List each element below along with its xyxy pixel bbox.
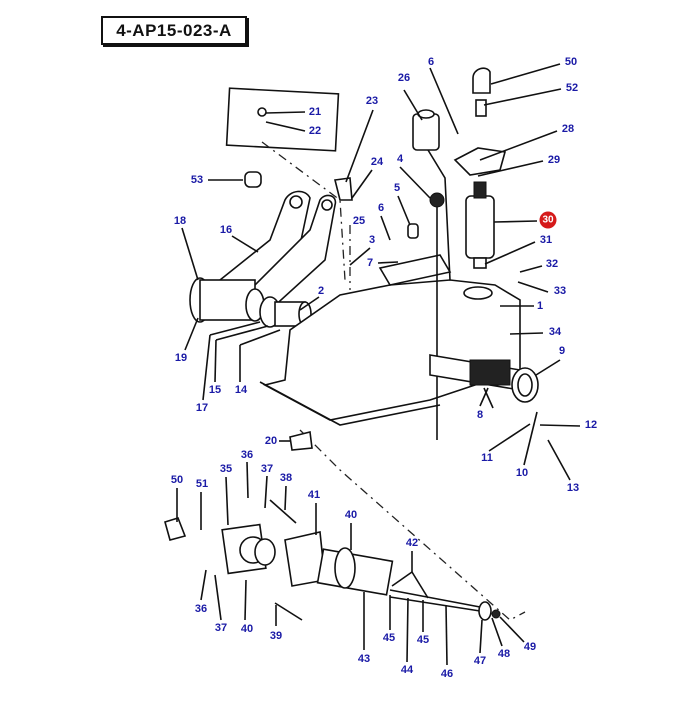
part-label-8[interactable]: 8: [476, 409, 484, 421]
part-label-42[interactable]: 42: [405, 537, 419, 549]
part-label-48[interactable]: 48: [497, 648, 511, 660]
part-1-housing: [262, 279, 521, 421]
part-label-6a[interactable]: 6: [427, 56, 435, 68]
diagram-reference-code: 4-AP15-023-A: [101, 16, 247, 45]
part-26-reservoir: [412, 113, 440, 151]
part-label-18[interactable]: 18: [173, 215, 187, 227]
part-label-25[interactable]: 25: [352, 215, 366, 227]
part-label-23[interactable]: 23: [365, 95, 379, 107]
part-label-50a[interactable]: 50: [564, 56, 578, 68]
part-label-29[interactable]: 29: [547, 154, 561, 166]
part-label-36b[interactable]: 36: [194, 603, 208, 615]
part-label-47[interactable]: 47: [473, 655, 487, 667]
part-label-52[interactable]: 52: [565, 82, 579, 94]
part-label-50b[interactable]: 50: [170, 474, 184, 486]
part-label-19[interactable]: 19: [174, 352, 188, 364]
part-label-40b[interactable]: 40: [240, 623, 254, 635]
part-label-10[interactable]: 10: [515, 467, 529, 479]
part-label-38[interactable]: 38: [279, 472, 293, 484]
part-label-40a[interactable]: 40: [344, 509, 358, 521]
part-label-28[interactable]: 28: [561, 123, 575, 135]
part-label-24[interactable]: 24: [370, 156, 384, 168]
part-label-49[interactable]: 49: [523, 641, 537, 653]
part-label-45a[interactable]: 45: [382, 632, 396, 644]
part-label-3[interactable]: 3: [368, 234, 376, 246]
part-label-45b[interactable]: 45: [416, 634, 430, 646]
part-label-9[interactable]: 9: [558, 345, 566, 357]
part-label-33[interactable]: 33: [553, 285, 567, 297]
part-label-17[interactable]: 17: [195, 402, 209, 414]
part-label-1[interactable]: 1: [536, 300, 544, 312]
inset-box: [225, 87, 340, 152]
part-label-7[interactable]: 7: [366, 257, 374, 269]
part-label-11[interactable]: 11: [481, 452, 493, 464]
part-47-washer: [478, 601, 492, 621]
part-label-2[interactable]: 2: [317, 285, 325, 297]
part-label-14[interactable]: 14: [234, 384, 248, 396]
part-label-6b[interactable]: 6: [377, 202, 385, 214]
part-50-cap: [472, 67, 491, 94]
part-20: [289, 431, 313, 451]
part-label-37a[interactable]: 37: [260, 463, 274, 475]
part-label-12[interactable]: 12: [584, 419, 598, 431]
part-label-39[interactable]: 39: [269, 630, 283, 642]
part-50-51-sensor: [164, 517, 187, 541]
part-label-22[interactable]: 22: [308, 125, 322, 137]
part-16-arm: [192, 190, 311, 301]
part-label-51[interactable]: 51: [195, 478, 209, 490]
part-label-41[interactable]: 41: [307, 489, 321, 501]
part-label-53[interactable]: 53: [190, 174, 204, 186]
part-label-36a[interactable]: 36: [240, 449, 254, 461]
part-label-15[interactable]: 15: [208, 384, 222, 396]
part-label-4[interactable]: 4: [396, 153, 404, 165]
part-label-13[interactable]: 13: [566, 482, 580, 494]
part-label-32[interactable]: 32: [545, 258, 559, 270]
part-label-46[interactable]: 46: [440, 668, 454, 680]
part-label-34[interactable]: 34: [548, 326, 562, 338]
part-label-5[interactable]: 5: [393, 182, 401, 194]
part-label-16[interactable]: 16: [219, 224, 233, 236]
part-label-44[interactable]: 44: [400, 664, 414, 676]
part-label-20[interactable]: 20: [264, 435, 278, 447]
leader-lines: [176, 63, 581, 666]
part-label-30[interactable]: 30: [539, 211, 557, 229]
part-label-35[interactable]: 35: [219, 463, 233, 475]
part-label-31[interactable]: 31: [539, 234, 553, 246]
part-label-21[interactable]: 21: [308, 106, 322, 118]
part-label-26[interactable]: 26: [397, 72, 411, 84]
part-30-filter: [465, 195, 495, 259]
part-label-43[interactable]: 43: [357, 653, 371, 665]
part-53-cap: [244, 171, 262, 188]
part-label-37b[interactable]: 37: [214, 622, 228, 634]
